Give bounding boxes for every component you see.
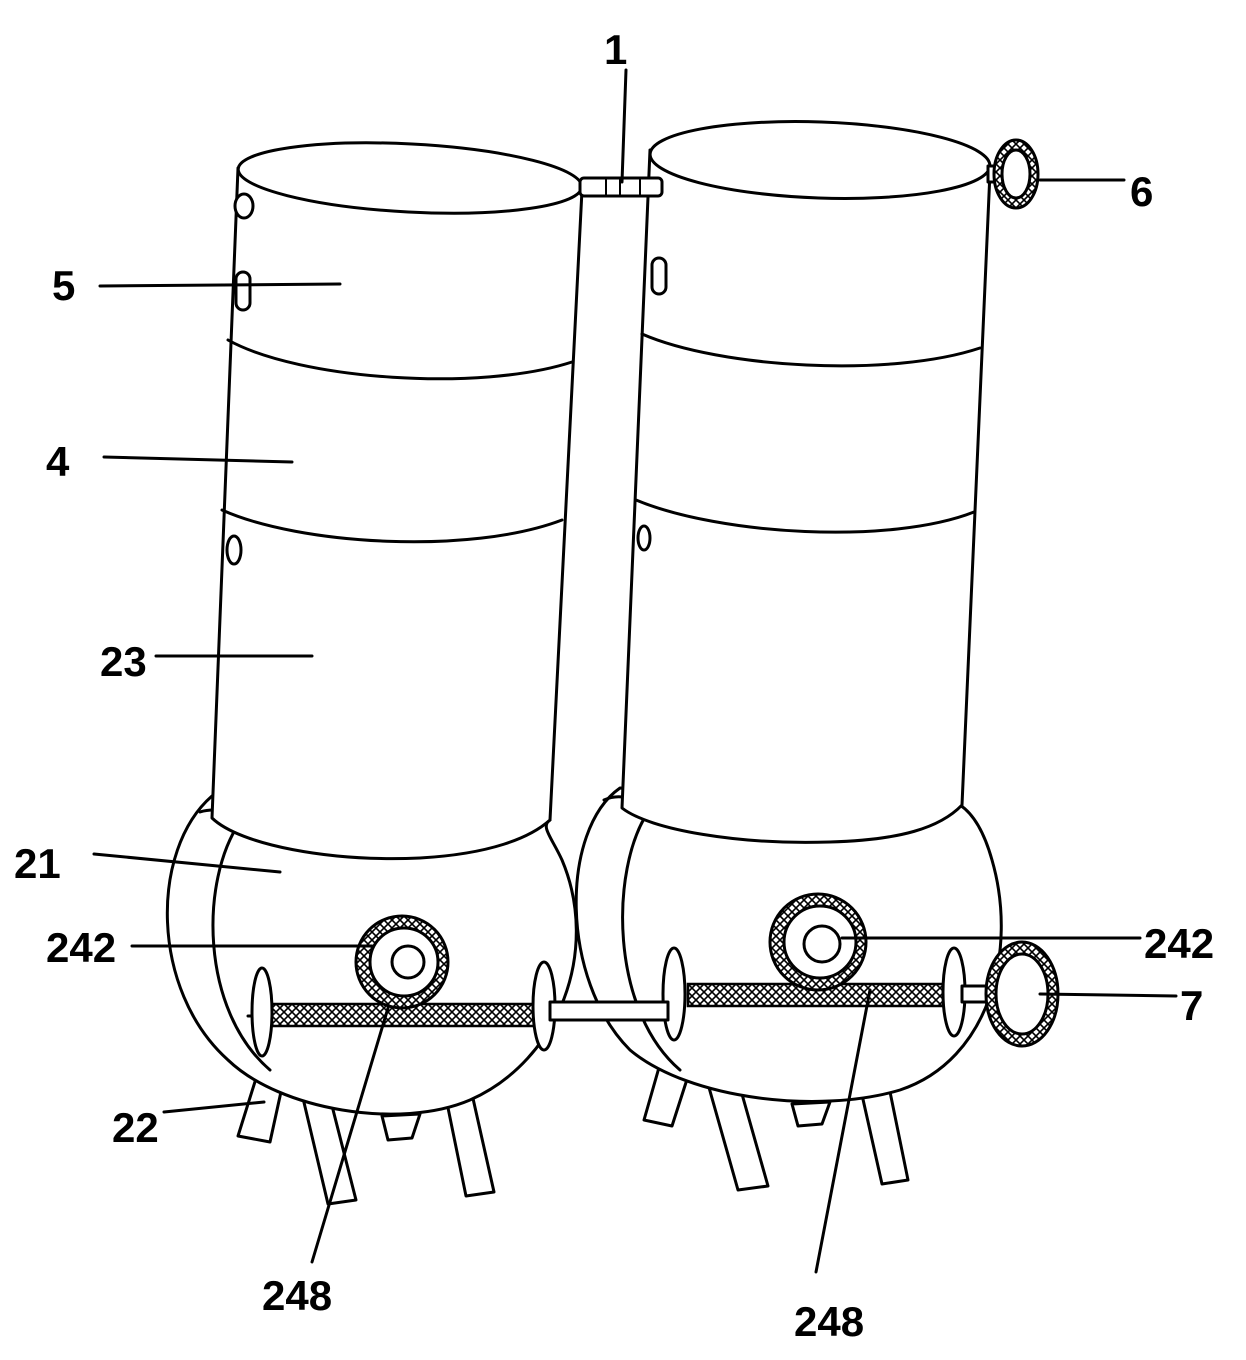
label-23: 23 (100, 638, 147, 685)
label-4: 4 (46, 438, 70, 485)
label-6: 6 (1130, 168, 1153, 215)
left-gear (354, 914, 450, 1010)
left-cylinder (210, 141, 584, 861)
right-tank-assembly (574, 120, 1003, 1192)
right-cylinder (620, 120, 992, 844)
right-screw-rod (661, 946, 967, 1042)
label-1: 1 (604, 26, 627, 73)
leader-lines (92, 68, 1178, 1274)
right-gear (768, 892, 868, 992)
label-7: 7 (1180, 982, 1203, 1029)
label-242-left: 242 (46, 924, 116, 971)
label-242-right: 242 (1144, 920, 1214, 967)
reference-labels: 1 5 4 23 21 242 22 248 6 242 7 248 (14, 26, 1214, 1345)
left-tank-assembly (165, 141, 584, 1206)
handwheel-7 (984, 940, 1060, 1048)
connecting-pipe-1 (578, 176, 664, 198)
label-248-right: 248 (794, 1298, 864, 1345)
label-248-left: 248 (262, 1272, 332, 1319)
left-screw-rod (246, 960, 557, 1058)
knob-6 (986, 138, 1040, 210)
label-5: 5 (52, 262, 75, 309)
label-21: 21 (14, 840, 61, 887)
label-22: 22 (112, 1104, 159, 1151)
